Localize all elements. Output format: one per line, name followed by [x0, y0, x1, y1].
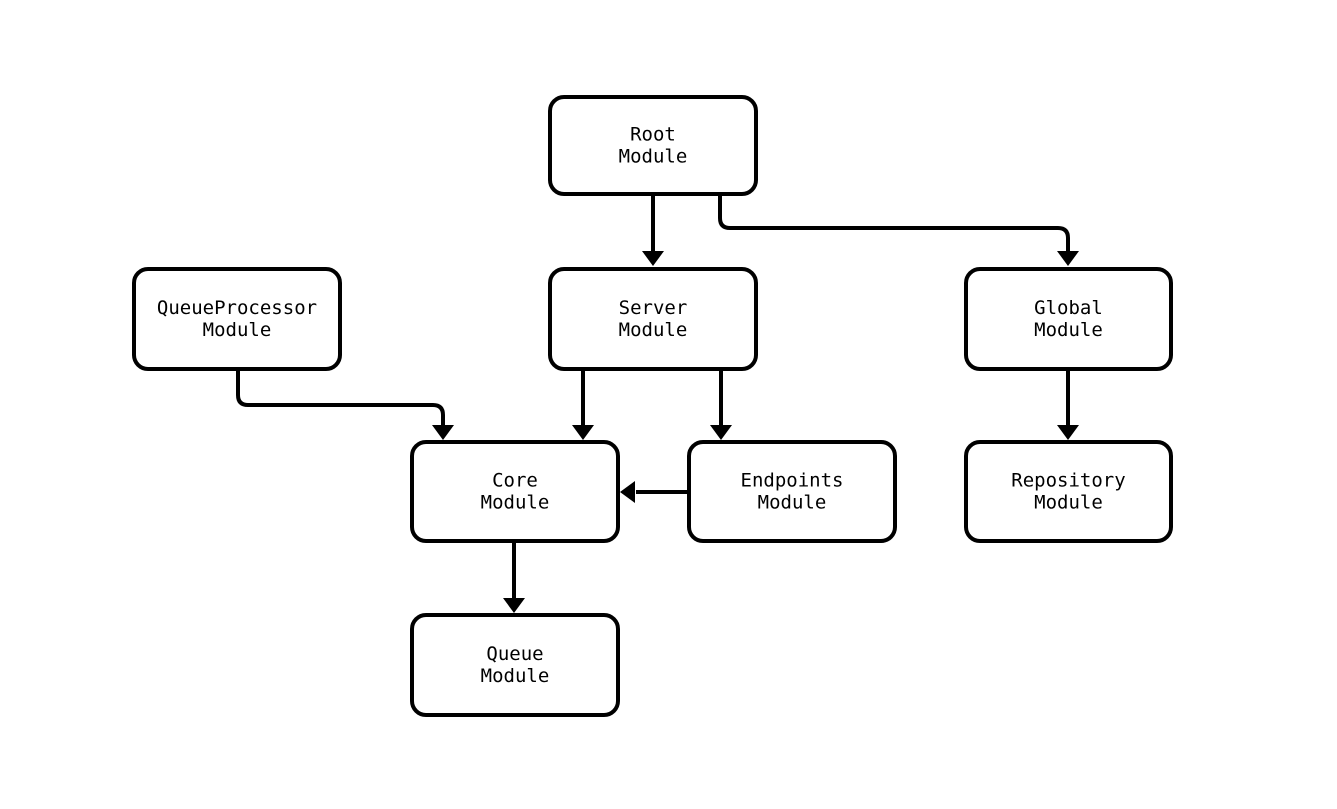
edge-root-to-global-line: [718, 196, 1070, 252]
queue-module-node-label-line-0: Queue: [486, 643, 543, 665]
edge-server-to-core-arrowhead: [572, 425, 594, 440]
server-module-node-label-line-0: Server: [619, 297, 688, 319]
repository-module-node-label-line-1: Module: [1034, 491, 1103, 513]
edge-queueprocessor-to-core: [236, 371, 454, 440]
queueprocessor-module-node-box[interactable]: [132, 267, 342, 371]
edge-server-to-core: [572, 371, 594, 440]
endpoints-module-node-label-line-0: Endpoints: [741, 469, 844, 491]
root-module-node-box[interactable]: [548, 95, 758, 196]
global-module-node-label-line-0: Global: [1034, 297, 1103, 319]
edge-root-to-server: [642, 196, 664, 266]
edge-root-to-global: [718, 196, 1079, 266]
root-module-node-label-line-1: Module: [619, 145, 688, 167]
repository-module-node-box[interactable]: [964, 440, 1173, 543]
global-module-node-label-line-1: Module: [1034, 319, 1103, 341]
edges-layer: [236, 196, 1079, 613]
edge-core-to-queue-arrowhead: [503, 598, 525, 613]
queue-module-node-label-line-1: Module: [481, 665, 550, 687]
repository-module-node-label-line-0: Repository: [1011, 469, 1125, 491]
server-module-node-label-line-1: Module: [619, 319, 688, 341]
edge-queueprocessor-to-core-line: [236, 371, 445, 426]
edge-server-to-endpoints: [710, 371, 732, 440]
queueprocessor-module-node-label-line-0: QueueProcessor: [157, 297, 317, 319]
edge-root-to-global-arrowhead: [1057, 251, 1079, 266]
root-module-node-label-line-0: Root: [630, 123, 676, 145]
core-module-node-box[interactable]: [410, 440, 620, 543]
queue-module-node-box[interactable]: [410, 613, 620, 717]
server-module-node-box[interactable]: [548, 267, 758, 371]
edge-core-to-queue: [503, 543, 525, 613]
edge-queueprocessor-to-core-arrowhead: [432, 425, 454, 440]
queueprocessor-module-node-label-line-1: Module: [203, 319, 272, 341]
endpoints-module-node-box[interactable]: [687, 440, 897, 543]
global-module-node-box[interactable]: [964, 267, 1173, 371]
endpoints-module-node-label-line-1: Module: [758, 491, 827, 513]
core-module-node-label-line-0: Core: [492, 469, 538, 491]
edge-endpoints-to-core-arrowhead: [620, 481, 635, 503]
edge-endpoints-to-core: [620, 481, 687, 503]
edge-global-to-repository-arrowhead: [1057, 425, 1079, 440]
core-module-node-label-line-1: Module: [481, 491, 550, 513]
edge-root-to-server-arrowhead: [642, 251, 664, 266]
edge-global-to-repository: [1057, 371, 1079, 440]
edge-server-to-endpoints-arrowhead: [710, 425, 732, 440]
